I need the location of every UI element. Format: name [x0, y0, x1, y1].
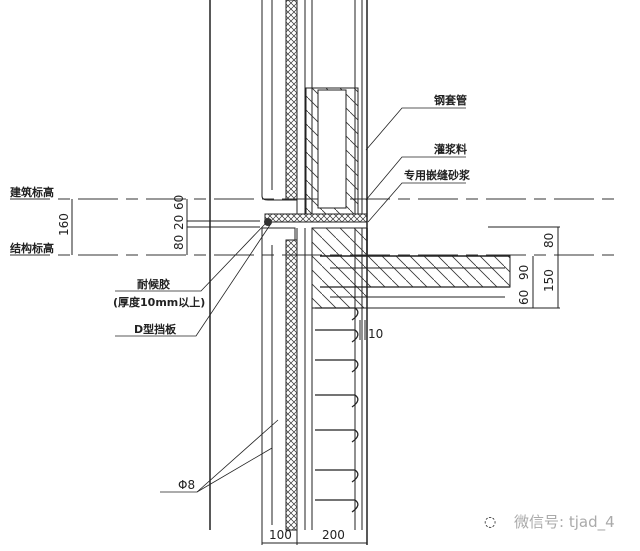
horizontal-joint: [264, 213, 368, 226]
dim-right-80: 80: [542, 233, 556, 248]
label-rebar: Φ8: [178, 478, 195, 492]
dim-right-90: 90: [517, 265, 531, 280]
dim-80: 80: [172, 235, 186, 250]
dim-10: 10: [368, 327, 383, 341]
sealant-bead: [264, 218, 272, 226]
bottom-dimensions: [262, 530, 367, 545]
label-sealant: 耐候胶: [137, 277, 170, 291]
stirrups: [315, 307, 359, 513]
dim-100: 100: [269, 528, 292, 542]
architectural-level-label: 建筑标高: [10, 185, 54, 199]
lower-wall-panel: [261, 227, 368, 545]
dim-20: 20: [172, 215, 186, 230]
label-steel-sleeve: 钢套管: [434, 93, 467, 107]
dim-160: 160: [57, 213, 71, 236]
label-d-baffle: D型挡板: [134, 322, 177, 336]
structural-level-label: 结构标高: [9, 241, 54, 255]
dim-right-60: 60: [517, 290, 531, 305]
label-joint-mortar: 专用嵌缝砂浆: [404, 168, 471, 182]
label-sealant-note: (厚度10mm以上): [113, 295, 205, 309]
label-grout: 灌浆料: [434, 142, 467, 156]
watermark: 微信号: tjad_4: [514, 513, 615, 532]
dim-200: 200: [322, 528, 345, 542]
dim-60: 60: [172, 195, 186, 210]
left-dimensions: [71, 199, 260, 255]
floor-slab: [320, 226, 560, 309]
right-dimensions: [359, 227, 560, 340]
wechat-icon: ◌: [484, 514, 496, 530]
leader-lines: [115, 107, 466, 493]
dim-right-150: 150: [542, 269, 556, 292]
